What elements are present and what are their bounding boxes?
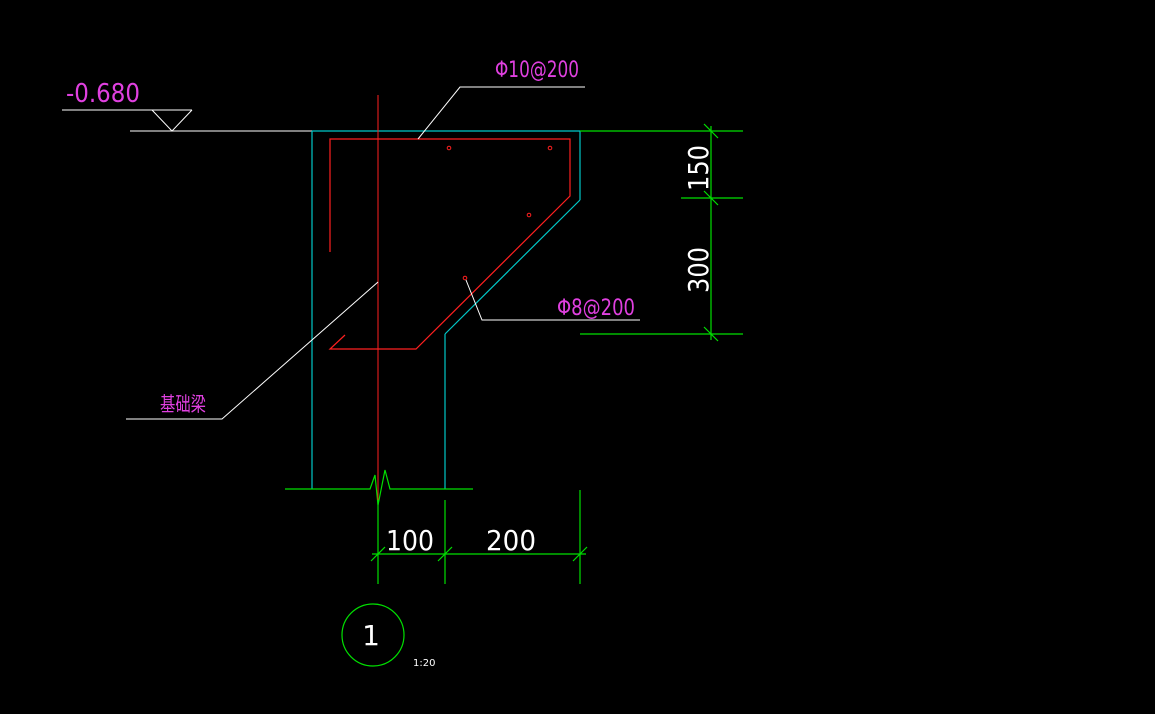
detail-number: 1 — [362, 619, 380, 652]
top-rebar-label: Φ10@200 — [495, 58, 579, 83]
slope-rebar-label: Φ8@200 — [557, 296, 635, 321]
dim-horizontal-left: 100 — [386, 524, 434, 557]
concrete-outline — [311, 130, 581, 489]
rebar-dots — [446, 145, 553, 281]
beam-label: 基础梁 — [160, 392, 206, 416]
elevation-marker: -0.680 — [62, 79, 312, 132]
rebar-cage — [328, 138, 571, 350]
top-rebar-callout: Φ10@200 — [417, 58, 585, 140]
slope-rebar-callout: Φ8@200 — [465, 279, 640, 321]
dim-vertical-top: 150 — [682, 145, 715, 191]
elevation-label: -0.680 — [66, 79, 140, 109]
beam-callout: 基础梁 — [126, 281, 379, 420]
detail-marker: 1 1:20 — [341, 603, 435, 669]
vertical-dimension — [580, 123, 743, 342]
detail-scale: 1:20 — [413, 658, 435, 669]
dim-vertical-bottom: 300 — [682, 247, 715, 293]
horizontal-dimension — [370, 490, 588, 584]
dim-horizontal-right: 200 — [486, 524, 536, 557]
